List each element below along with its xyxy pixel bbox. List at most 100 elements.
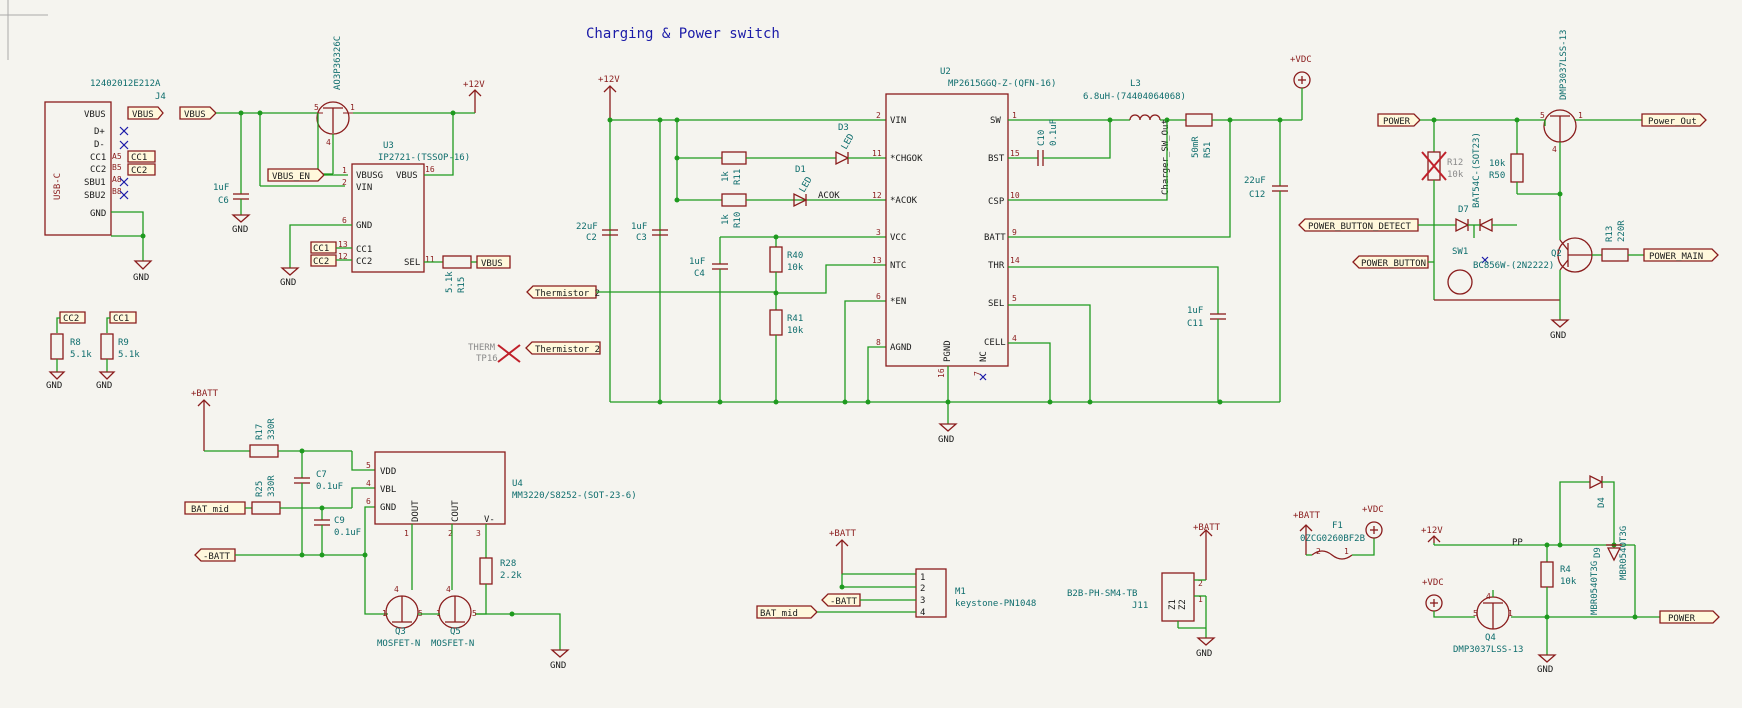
svg-text:GND: GND — [1537, 665, 1553, 675]
u4-protection-ic[interactable]: U4 MM3220/S8252-(SOT-23-6) VDD VBL GND D… — [366, 451, 637, 538]
svg-text:5: 5 — [472, 609, 477, 618]
r17-resistor[interactable] — [249, 444, 279, 458]
r51-resistor[interactable] — [1185, 113, 1213, 127]
svg-text:BAT54C-(SOT23): BAT54C-(SOT23) — [1472, 132, 1482, 208]
svg-text:GND: GND — [133, 273, 149, 283]
u3-ip2721[interactable]: U3 IP2721-(TSSOP-16) VBUSG VIN GND CC1 C… — [338, 141, 470, 273]
svg-text:1k: 1k — [721, 171, 731, 182]
j11-connector[interactable]: Z2 Z1 21 B2B-PH-SM4-TB J11 — [1067, 572, 1203, 622]
sw1-button[interactable] — [1434, 269, 1560, 301]
svg-text:DOUT: DOUT — [411, 500, 421, 522]
svg-text:R9: R9 — [118, 338, 129, 348]
svg-text:D-: D- — [94, 140, 105, 150]
r40-resistor[interactable] — [769, 246, 783, 273]
svg-text:BAT_mid: BAT_mid — [760, 609, 798, 619]
svg-text:A8: A8 — [112, 175, 122, 184]
q2-pnp[interactable]: Q2 BC856W-(2N2222) — [1473, 237, 1593, 273]
svg-text:+BATT: +BATT — [829, 529, 857, 539]
svg-text:10k: 10k — [1447, 170, 1464, 180]
r4-resistor[interactable] — [1540, 561, 1554, 588]
u2-mp2615[interactable]: U2 MP2615GGQ-Z-(QFN-16) VIN *CHGOK *ACOK… — [872, 67, 1056, 378]
svg-text:5: 5 — [1540, 111, 1545, 120]
label-vbus-in[interactable] — [179, 106, 217, 120]
svg-text:Q5: Q5 — [450, 627, 461, 637]
svg-text:C4: C4 — [694, 269, 705, 279]
label-cc2-u3[interactable] — [310, 254, 337, 267]
svg-text:VBL: VBL — [380, 485, 396, 495]
r11-resistor[interactable] — [721, 151, 747, 165]
svg-text:CC1: CC1 — [356, 245, 372, 255]
svg-text:8: 8 — [876, 338, 881, 347]
svg-text:COUT: COUT — [451, 500, 461, 522]
svg-text:PP: PP — [1512, 538, 1523, 548]
label-vbus-en[interactable] — [267, 168, 325, 182]
r15-resistor[interactable] — [442, 255, 472, 269]
label-cc1-usb[interactable] — [127, 150, 156, 163]
svg-text:330R: 330R — [267, 475, 277, 497]
label-cc1[interactable] — [109, 311, 137, 324]
label-vbus-sel[interactable] — [476, 255, 511, 269]
r50-resistor[interactable] — [1510, 153, 1524, 183]
r10-resistor[interactable] — [721, 193, 747, 207]
usb-c-connector[interactable]: USB-C 12402012E212A J4 VBUS D+ D- CC1 CC… — [44, 79, 166, 236]
svg-text:+12V: +12V — [463, 80, 485, 90]
svg-text:1k: 1k — [721, 214, 731, 225]
svg-text:R40: R40 — [787, 251, 803, 261]
label-power-main[interactable] — [1643, 248, 1719, 262]
label-thermistor2-tp[interactable] — [525, 341, 601, 355]
svg-text:12: 12 — [338, 252, 348, 261]
label-power-out[interactable] — [1641, 113, 1707, 127]
svg-text:R12: R12 — [1447, 158, 1463, 168]
label-cc2-usb[interactable] — [127, 163, 156, 176]
svg-text:BATT: BATT — [984, 233, 1006, 243]
label-bat-mid-m1[interactable] — [756, 605, 818, 619]
svg-text:VIN: VIN — [890, 116, 906, 126]
svg-text:R25: R25 — [255, 481, 265, 497]
svg-text:-BATT: -BATT — [830, 597, 858, 607]
svg-text:1: 1 — [920, 573, 925, 583]
r13-resistor[interactable] — [1601, 248, 1629, 262]
l3-inductor[interactable]: L3 6.8uH-(74404064068) — [1083, 79, 1186, 121]
svg-text:4: 4 — [326, 138, 331, 147]
label-power[interactable] — [1377, 113, 1421, 127]
svg-text:CC2: CC2 — [131, 166, 147, 176]
svg-text:C11: C11 — [1187, 319, 1203, 329]
svg-text:R41: R41 — [787, 314, 803, 324]
svg-text:6: 6 — [342, 216, 347, 225]
svg-text:D3: D3 — [838, 123, 849, 133]
svg-text:R17: R17 — [255, 424, 265, 440]
svg-text:SEL: SEL — [988, 299, 1004, 309]
svg-text:10: 10 — [1010, 191, 1020, 200]
r25-resistor[interactable] — [251, 501, 281, 515]
r41-resistor[interactable] — [769, 309, 783, 336]
svg-text:R28: R28 — [500, 559, 516, 569]
label-vbus-usb[interactable] — [127, 106, 164, 120]
svg-text:F1: F1 — [1332, 521, 1343, 531]
label-power-bottom[interactable] — [1659, 610, 1720, 624]
svg-text:J11: J11 — [1132, 601, 1148, 611]
svg-text:IP2721-(TSSOP-16): IP2721-(TSSOP-16) — [378, 153, 470, 163]
svg-text:Q4: Q4 — [1485, 633, 1496, 643]
d7-dual-diode[interactable]: D7 BAT54C-(SOT23) — [1455, 132, 1493, 233]
svg-text:C2: C2 — [586, 233, 597, 243]
r8-resistor[interactable] — [50, 333, 64, 360]
d9-diode[interactable]: D9 MBR0540T3G — [1590, 544, 1622, 615]
svg-text:-BATT: -BATT — [203, 552, 231, 562]
label-bat-mid[interactable] — [184, 501, 246, 515]
label-cc2[interactable] — [59, 311, 86, 324]
label-cc1-u3[interactable] — [310, 241, 337, 254]
svg-text:NC: NC — [979, 351, 989, 362]
r9-resistor[interactable] — [100, 333, 114, 360]
svg-text:SBU2: SBU2 — [84, 191, 106, 201]
svg-text:POWER_BUTTON: POWER_BUTTON — [1361, 259, 1426, 269]
plus-12v-u3: +12V — [463, 80, 485, 113]
r28-resistor[interactable] — [479, 557, 493, 585]
